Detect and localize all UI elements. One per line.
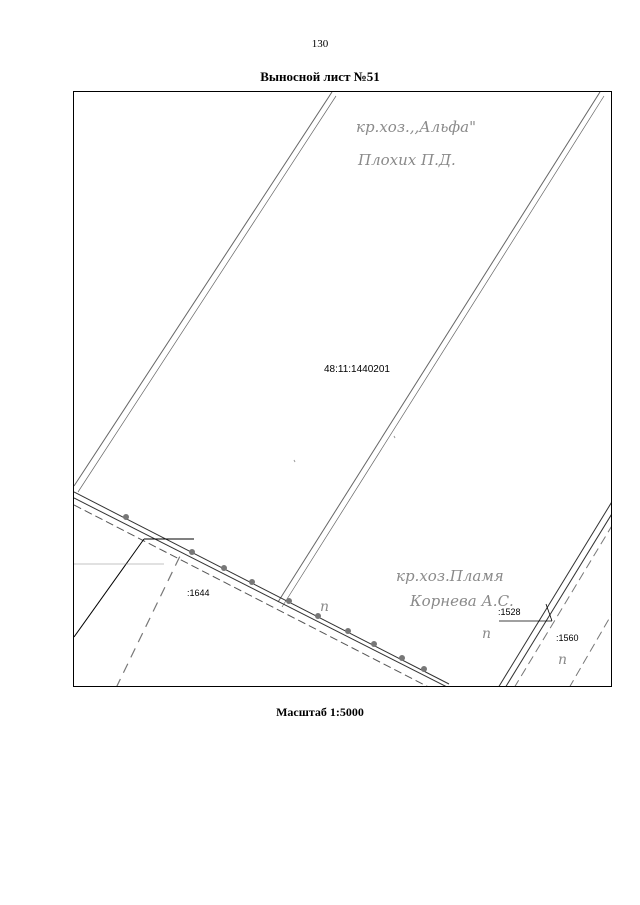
land-symbol-1: п xyxy=(320,599,329,615)
owner-top-label: Плохих П.Д. xyxy=(357,151,456,169)
boundary-line-3 xyxy=(277,92,601,603)
page-number: 130 xyxy=(311,38,329,50)
boundary-line-2 xyxy=(77,95,337,493)
sheet-title: Выносной лист №51 xyxy=(260,69,380,84)
stray-mark-1 xyxy=(393,435,396,439)
boundary-line-4 xyxy=(281,95,605,608)
right-line-3 xyxy=(514,526,611,686)
road-line-bottom xyxy=(74,504,428,686)
road-line-mid xyxy=(74,497,447,686)
land-symbol-3: п xyxy=(558,652,567,668)
right-line-1 xyxy=(498,502,611,686)
cadastral-map: кр.хоз.,,Альфа" Плохих П.Д. 48:11:144020… xyxy=(74,92,611,686)
stray-mark-2 xyxy=(293,459,296,463)
farm-bottom-label: кр.хоз.Пламя xyxy=(396,567,504,585)
leader-1528-b xyxy=(545,603,553,622)
road-markers xyxy=(123,514,427,672)
parcel-main-label: 48:11:1440201 xyxy=(324,364,390,375)
land-symbol-2: п xyxy=(482,626,491,642)
scale-label: Масштаб 1:5000 xyxy=(276,705,364,719)
road-line-top xyxy=(74,491,450,685)
map-frame: кр.хоз.,,Альфа" Плохих П.Д. 48:11:144020… xyxy=(73,91,612,687)
left-parcel-edge xyxy=(74,538,145,638)
owner-bottom-label: Корнева А.С. xyxy=(409,592,514,610)
farm-top-label: кр.хоз.,,Альфа" xyxy=(356,118,476,136)
right-line-2 xyxy=(505,514,611,686)
dashed-line-left xyxy=(116,551,183,686)
parcel-1528-label: :1528 xyxy=(498,607,521,617)
right-line-4 xyxy=(569,614,611,686)
parcel-1560-label: :1560 xyxy=(556,633,579,643)
boundary-line-1 xyxy=(74,92,333,487)
parcel-1644-label: :1644 xyxy=(187,588,210,598)
